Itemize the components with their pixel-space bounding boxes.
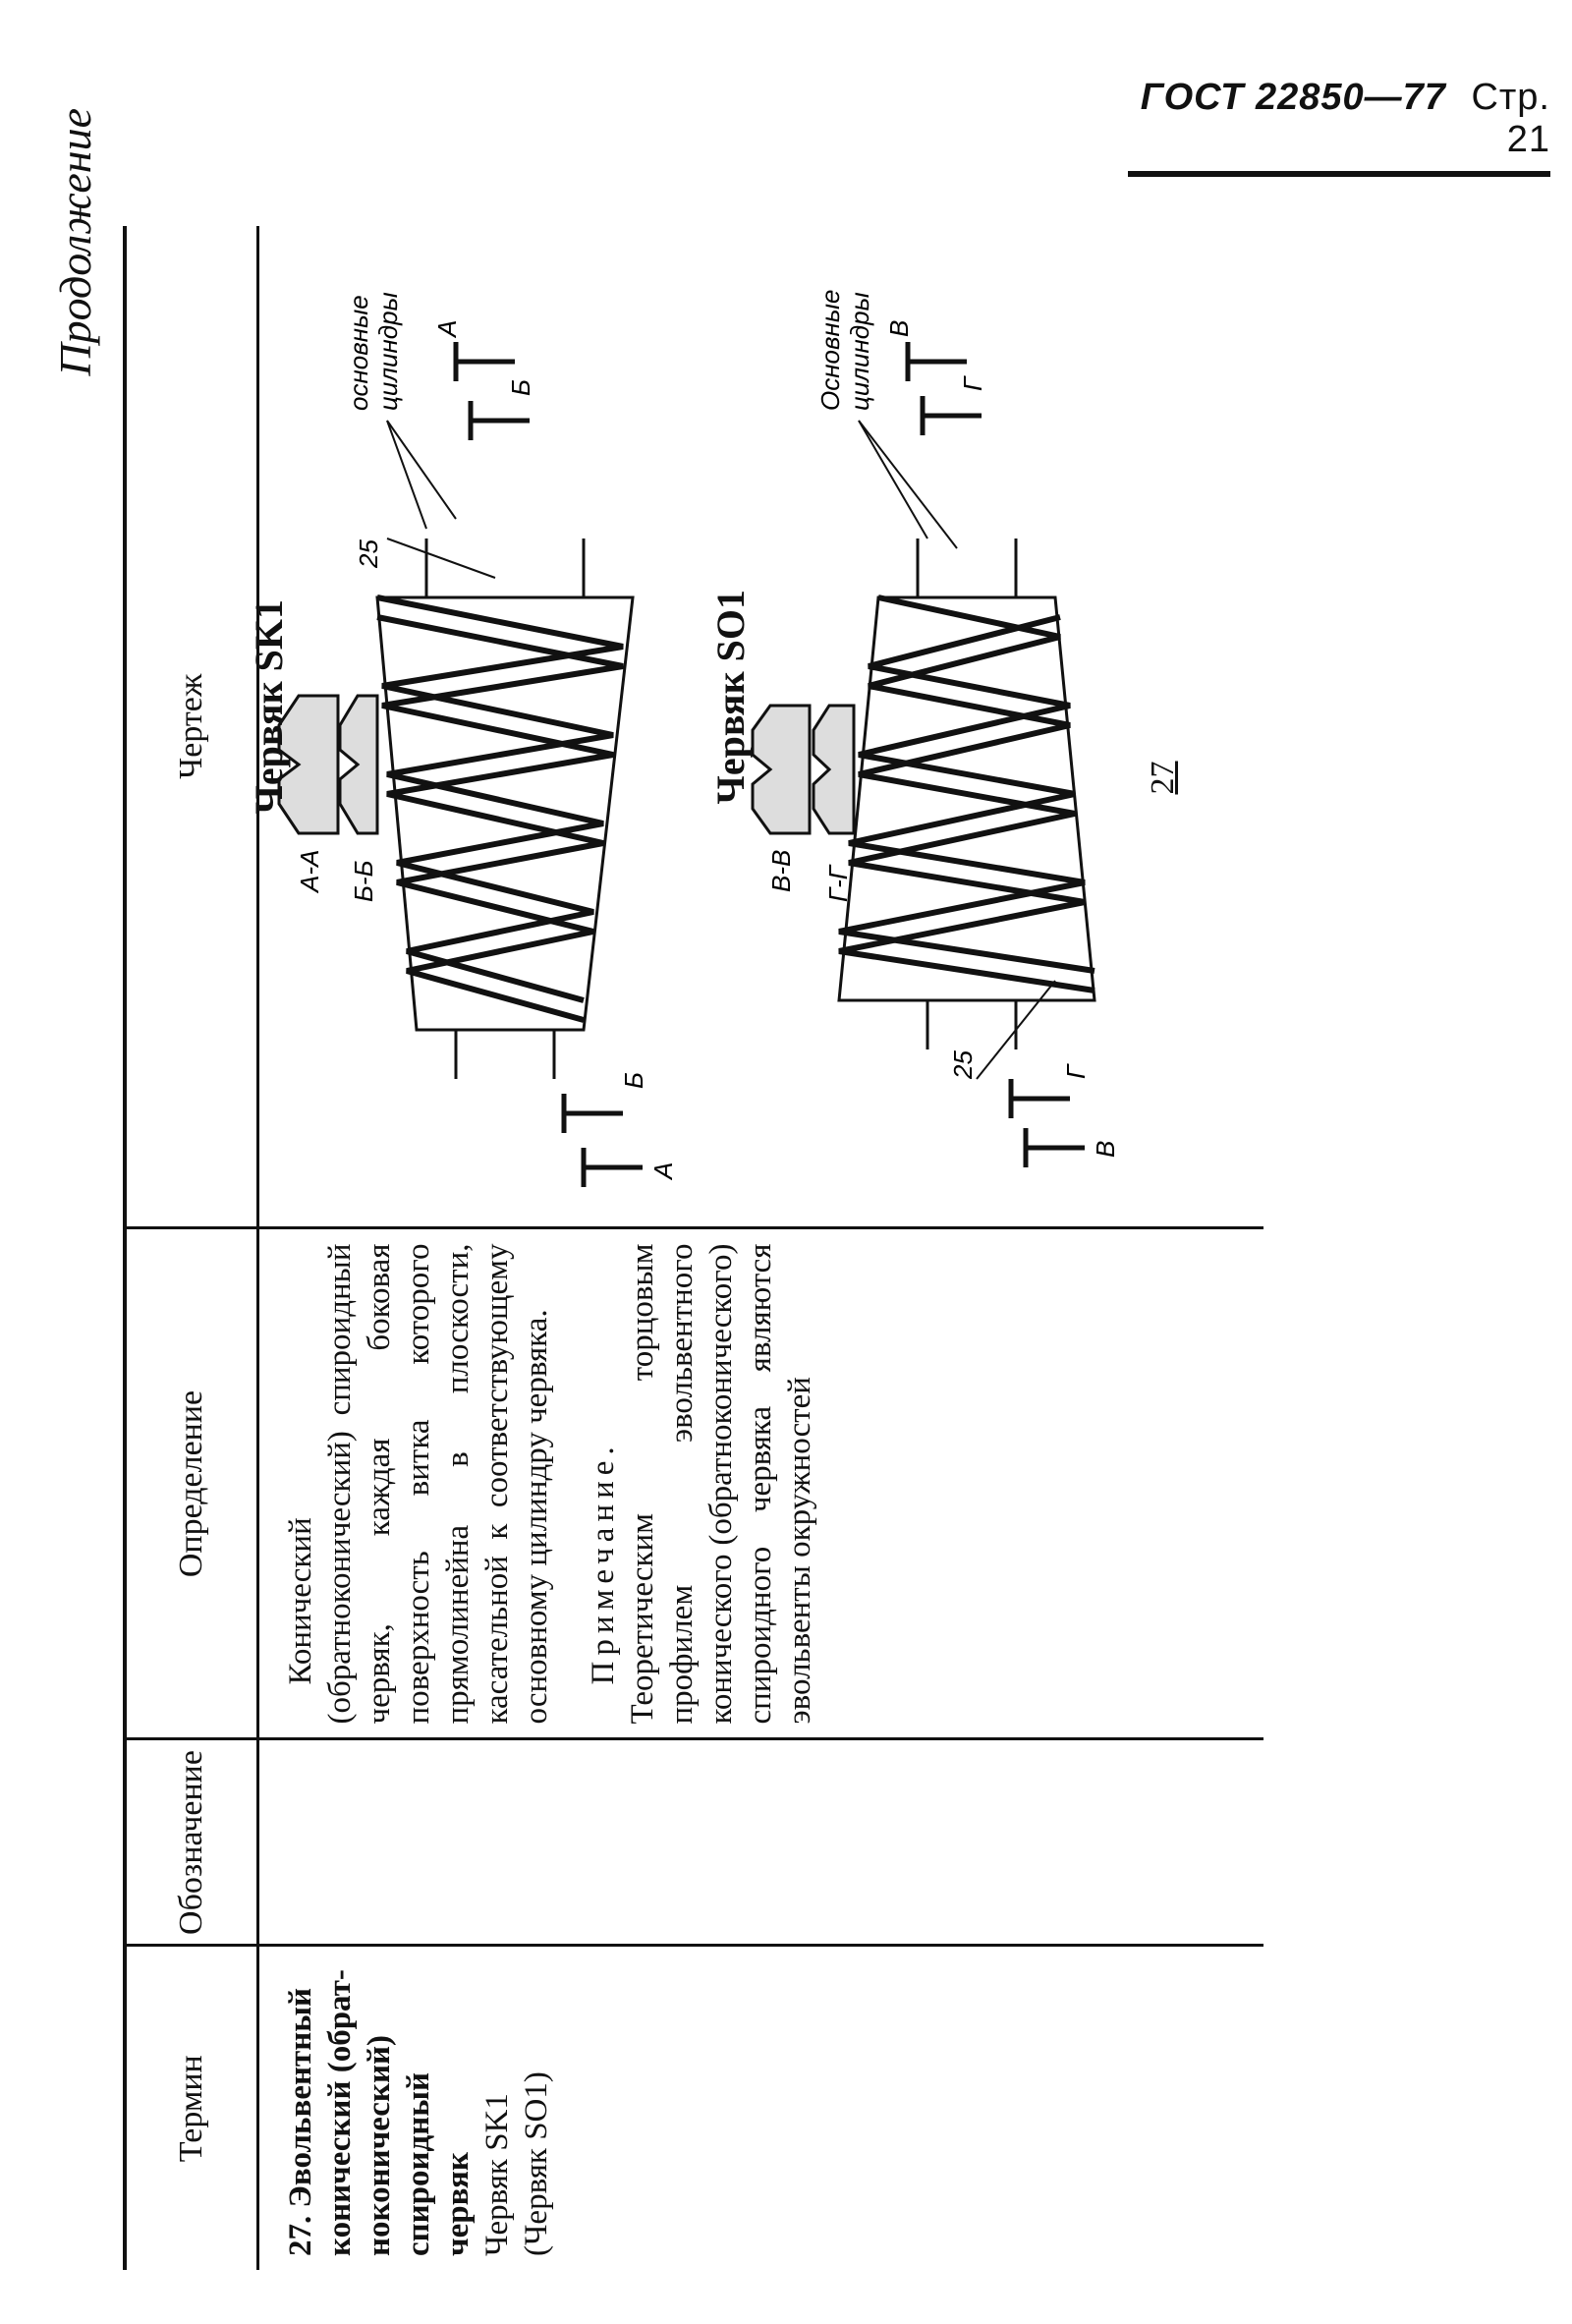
- note-block: Примечание. Теоретическим торцовым профи…: [584, 1244, 819, 1725]
- callout-number-sk1: 25: [354, 539, 383, 569]
- figure-so1: В Г В Г: [708, 225, 1222, 1227]
- section-g-label: Г-Г: [823, 865, 853, 903]
- section-v-label: В-В: [766, 850, 796, 892]
- figure-sk1-title: Червяк SK1: [247, 599, 291, 815]
- label-v-left: В: [1091, 1141, 1120, 1158]
- term-title: 27. Эвольвентный конический (обрат- ноко…: [281, 1961, 477, 2256]
- note-text: Теоретическим торцовым профилем эвольвен…: [625, 1243, 817, 1725]
- callout-text-sk1-1: основные: [344, 296, 373, 412]
- drawing-cell: А Б А Б: [247, 225, 1263, 1228]
- table-row: 27. Эвольвентный конический (обрат- ноко…: [247, 225, 1264, 2270]
- header-designation: Обозначение: [125, 1739, 258, 1946]
- label-g-left: Г: [1061, 1064, 1091, 1080]
- designation-cell: [257, 1739, 1263, 1946]
- rotated-table-area: Продолжение Термин Обозначение Определен…: [50, 108, 1528, 2270]
- label-v-right: В: [884, 320, 914, 337]
- definition-cell: Конический (обратноконический) спироидны…: [257, 1228, 1263, 1739]
- note-label: Примечание.: [586, 1441, 621, 1685]
- term-alt-2: (Червяк SO1): [519, 2071, 554, 2256]
- header-definition: Определение: [125, 1228, 258, 1739]
- callout-text-sk1-2: цилиндры: [373, 293, 403, 412]
- term-name: Эвольвентный конический (обрат- нокониче…: [283, 1969, 476, 2256]
- callout-number-so1: 25: [948, 1050, 978, 1080]
- worm-so1-drawing: В Г В Г: [751, 290, 1120, 1168]
- label-b-right: Б: [506, 380, 535, 397]
- figure-sk1: А Б А Б: [247, 225, 751, 1227]
- section-b-label: Б-Б: [349, 861, 378, 903]
- definition-text: Конический (обратноконический) спироидны…: [283, 1243, 554, 1725]
- callout-text-so1-1: Основные: [815, 290, 845, 411]
- header-drawing: Чертеж: [125, 226, 258, 1228]
- label-a-left: А: [648, 1162, 678, 1181]
- callout-text-so1-2: цилиндры: [845, 293, 874, 412]
- figure-number: 27: [1145, 761, 1181, 795]
- label-g-right: Г: [958, 376, 987, 392]
- label-b-left: Б: [619, 1073, 648, 1090]
- table-header-row: Термин Обозначение Определение Чертеж: [125, 226, 258, 2270]
- figure-so1-title: Червяк SO1: [708, 590, 753, 805]
- standard-number: ГОСТ 22850—77: [1140, 77, 1446, 118]
- term-cell: 27. Эвольвентный конический (обрат- ноко…: [258, 1946, 1264, 2270]
- term-number: 27.: [283, 2215, 318, 2256]
- worm-sk1-drawing: А Б А Б: [277, 293, 678, 1188]
- term-alt-1: Червяк SK1: [479, 2093, 515, 2256]
- section-a-label: А-А: [295, 850, 324, 894]
- header-term: Термин: [125, 1946, 258, 2270]
- page-number: Стр. 21: [1471, 77, 1550, 160]
- terms-table: Термин Обозначение Определение Чертеж 27…: [123, 226, 1263, 2270]
- label-a-right: А: [432, 320, 462, 339]
- continuation-label: Продолжение: [50, 108, 100, 376]
- page-header: ГОСТ 22850—77 Стр. 21: [1128, 77, 1550, 177]
